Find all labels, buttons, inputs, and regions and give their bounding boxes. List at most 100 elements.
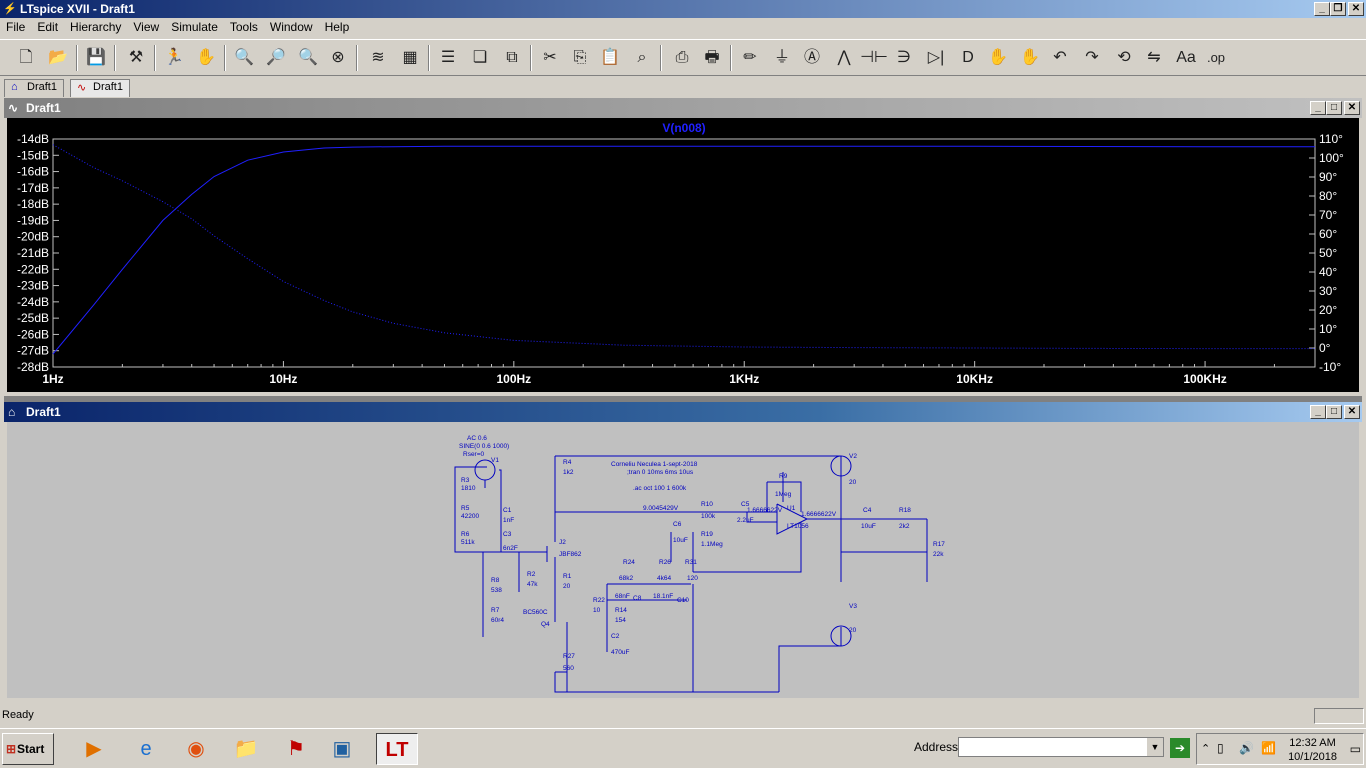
r9-value-label: 1Meg: [775, 491, 792, 498]
x-tick-label: 10KHz: [956, 372, 993, 386]
move-icon[interactable]: ✋: [988, 49, 1008, 66]
print-icon[interactable]: 🖶: [704, 49, 720, 66]
firefox-icon[interactable]: ◉: [187, 738, 205, 760]
menu-file[interactable]: File: [6, 20, 26, 34]
text-icon[interactable]: Aa: [1176, 49, 1196, 66]
mirror-icon[interactable]: ⇋: [1147, 49, 1161, 66]
menu-help[interactable]: Help: [324, 20, 350, 34]
schematic-close-button[interactable]: ✕: [1344, 405, 1360, 419]
c8-value-label: 68nF: [615, 593, 630, 600]
schematic-minimize-button[interactable]: _: [1310, 405, 1326, 419]
print-setup-icon[interactable]: ⎙: [675, 49, 689, 66]
x-tick-label: 1Hz: [42, 372, 63, 386]
new-schematic-icon[interactable]: 🗋: [19, 49, 33, 66]
redo-icon[interactable]: ↷: [1085, 49, 1099, 66]
cut-icon[interactable]: ✂: [543, 49, 557, 66]
minimize-button[interactable]: _: [1314, 2, 1330, 16]
tab-schematic[interactable]: ⌂Draft1: [4, 79, 64, 97]
close-button[interactable]: ✕: [1348, 2, 1364, 16]
restore-button[interactable]: ❐: [1330, 2, 1346, 16]
image-viewer-icon[interactable]: ▣: [332, 738, 352, 760]
c6-ref-label: C6: [673, 521, 682, 528]
address-dropdown-icon[interactable]: ▼: [1147, 738, 1163, 756]
y-right-tick-label: 80°: [1319, 189, 1337, 203]
view-icon[interactable]: ▦: [402, 49, 418, 66]
inductor-icon[interactable]: ∋: [897, 49, 911, 66]
diode-icon[interactable]: ▷|: [927, 49, 945, 66]
internet-explorer-icon[interactable]: e: [140, 738, 152, 760]
control-panel-icon[interactable]: ⚒: [128, 49, 144, 66]
c10-ref-label: C10: [677, 597, 689, 604]
save-icon[interactable]: 💾: [86, 49, 106, 66]
r1-value-label: 20: [563, 583, 571, 590]
zoom-out-icon[interactable]: 🔍: [298, 49, 318, 66]
rotate-icon[interactable]: ⟲: [1117, 49, 1131, 66]
find-icon[interactable]: ⌕: [637, 49, 647, 66]
menu-simulate[interactable]: Simulate: [171, 20, 218, 34]
c6-value-label: 10uF: [673, 537, 688, 544]
schematic-maximize-button[interactable]: □: [1326, 405, 1342, 419]
network-icon[interactable]: 📶: [1261, 741, 1276, 755]
c4-ref-label: C4: [863, 507, 872, 514]
undo-icon[interactable]: ↶: [1053, 49, 1067, 66]
waveform-maximize-button[interactable]: □: [1326, 101, 1342, 115]
autorange-icon[interactable]: ≋: [371, 49, 385, 66]
address-input[interactable]: ▼: [958, 737, 1164, 757]
waveform-plot[interactable]: V(n008)-14dB-15dB-16dB-17dB-18dB-19dB-20…: [7, 118, 1359, 392]
file-explorer-icon[interactable]: 📁: [233, 738, 259, 760]
open-icon[interactable]: 📂: [48, 49, 68, 66]
go-icon[interactable]: ➔: [1170, 738, 1190, 758]
y-left-tick-label: -27dB: [17, 344, 49, 358]
ltspice-taskbar-icon[interactable]: LT: [376, 733, 418, 765]
r3-ref-label: R3: [461, 477, 470, 484]
c5-ref-label: C5: [741, 501, 750, 508]
tray-expand-icon[interactable]: ⌃: [1201, 743, 1211, 755]
component-icon[interactable]: D: [962, 49, 974, 66]
spice-directive-icon[interactable]: .op: [1206, 50, 1226, 65]
copy-icon[interactable]: ⎘: [573, 49, 587, 66]
capacitor-icon[interactable]: ⊣⊢: [860, 49, 888, 66]
tile-horizontal-icon[interactable]: ☰: [440, 49, 456, 66]
notification-icon[interactable]: ▭: [1349, 742, 1361, 756]
zoom-fit-icon[interactable]: ⊗: [331, 49, 345, 66]
run-icon[interactable]: 🏃: [164, 49, 184, 66]
schematic-window-titlebar: ⌂ Draft1 _ □ ✕: [4, 402, 1362, 422]
schematic-canvas[interactable]: AC 0.6 SINE(0 0.6 1000) Rser=0 V1 R3 181…: [7, 422, 1359, 698]
start-button[interactable]: ⊞Start: [2, 733, 54, 765]
v2-value-label: 20: [849, 479, 857, 486]
zoom-in-icon[interactable]: 🔍: [234, 49, 254, 66]
label-net-icon[interactable]: Ⓐ: [803, 49, 820, 66]
acrobat-icon[interactable]: ⚑: [287, 738, 305, 760]
phase-trace: [52, 144, 1315, 350]
waveform-minimize-button[interactable]: _: [1310, 101, 1326, 115]
y-right-tick-label: 30°: [1319, 284, 1337, 298]
menu-window[interactable]: Window: [269, 20, 313, 34]
volume-icon[interactable]: 🔊: [1239, 741, 1254, 755]
c3-ref-label: C3: [503, 531, 512, 538]
cascade-icon[interactable]: ❏: [472, 49, 488, 66]
ground-icon[interactable]: ⏚: [773, 49, 790, 66]
menu-edit[interactable]: Edit: [37, 20, 59, 34]
pan-icon[interactable]: 🔎: [266, 49, 286, 66]
halt-icon[interactable]: ✋: [196, 49, 216, 66]
close-all-icon[interactable]: ⧉: [506, 49, 518, 66]
status-bar: Ready: [0, 706, 1366, 726]
waveform-close-button[interactable]: ✕: [1344, 101, 1360, 115]
paste-icon[interactable]: 📋: [600, 49, 620, 66]
drag-icon[interactable]: ✋: [1020, 49, 1040, 66]
menu-tools[interactable]: Tools: [229, 20, 258, 34]
r2-value-label: 47k: [527, 581, 538, 588]
r5-value-label: 42200: [461, 513, 479, 520]
draw-wire-icon[interactable]: ✏: [743, 49, 757, 66]
tran-directive: ;tran 0 10ms 6ms 10us: [627, 469, 694, 476]
media-player-icon[interactable]: ▶: [86, 738, 102, 760]
device-icon[interactable]: ▯: [1217, 741, 1224, 755]
r6-ref-label: R6: [461, 531, 470, 538]
menu-hierarchy[interactable]: Hierarchy: [70, 20, 122, 34]
resistor-icon[interactable]: ⋀: [837, 49, 851, 66]
status-panel: [1314, 708, 1364, 724]
tab-waveform[interactable]: ∿Draft1: [70, 79, 130, 97]
menu-view[interactable]: View: [133, 20, 160, 34]
y-right-tick-label: 20°: [1319, 303, 1337, 317]
